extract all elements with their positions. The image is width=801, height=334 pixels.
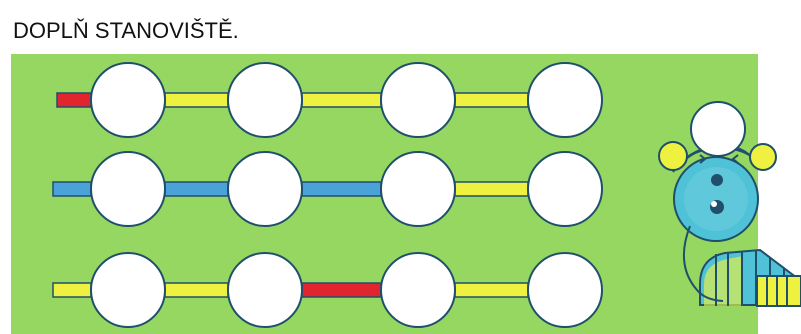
station-input-3-2[interactable] — [227, 252, 303, 328]
station-input-1-1[interactable] — [90, 62, 166, 138]
line-segment-2-2 — [301, 181, 382, 197]
caterpillar-icon — [658, 101, 801, 307]
station-input-2-1[interactable] — [90, 151, 166, 227]
station-layer — [90, 62, 603, 328]
line-segment-3-3 — [454, 282, 529, 298]
station-input-3-4[interactable] — [527, 252, 603, 328]
line-start-1 — [56, 92, 92, 108]
station-input-1-3[interactable] — [380, 62, 456, 138]
station-input-2-2[interactable] — [227, 151, 303, 227]
task-instruction: DOPLŇ STANOVIŠTĚ. — [13, 18, 239, 43]
station-input-2-3[interactable] — [380, 151, 456, 227]
station-input-2-4[interactable] — [527, 151, 603, 227]
station-input-1-2[interactable] — [227, 62, 303, 138]
line-start-2 — [52, 181, 92, 197]
line-segment-1-1 — [164, 92, 229, 108]
line-start-3 — [52, 282, 92, 298]
line-segment-1-2 — [301, 92, 382, 108]
line-segment-1-3 — [454, 92, 529, 108]
line-segment-2-1 — [164, 181, 229, 197]
line-segment-3-2 — [301, 282, 382, 298]
station-input-1-4[interactable] — [527, 62, 603, 138]
station-input-3-3[interactable] — [380, 252, 456, 328]
station-input-3-1[interactable] — [90, 252, 166, 328]
line-segment-2-3 — [454, 181, 529, 197]
line-segment-3-1 — [164, 282, 229, 298]
